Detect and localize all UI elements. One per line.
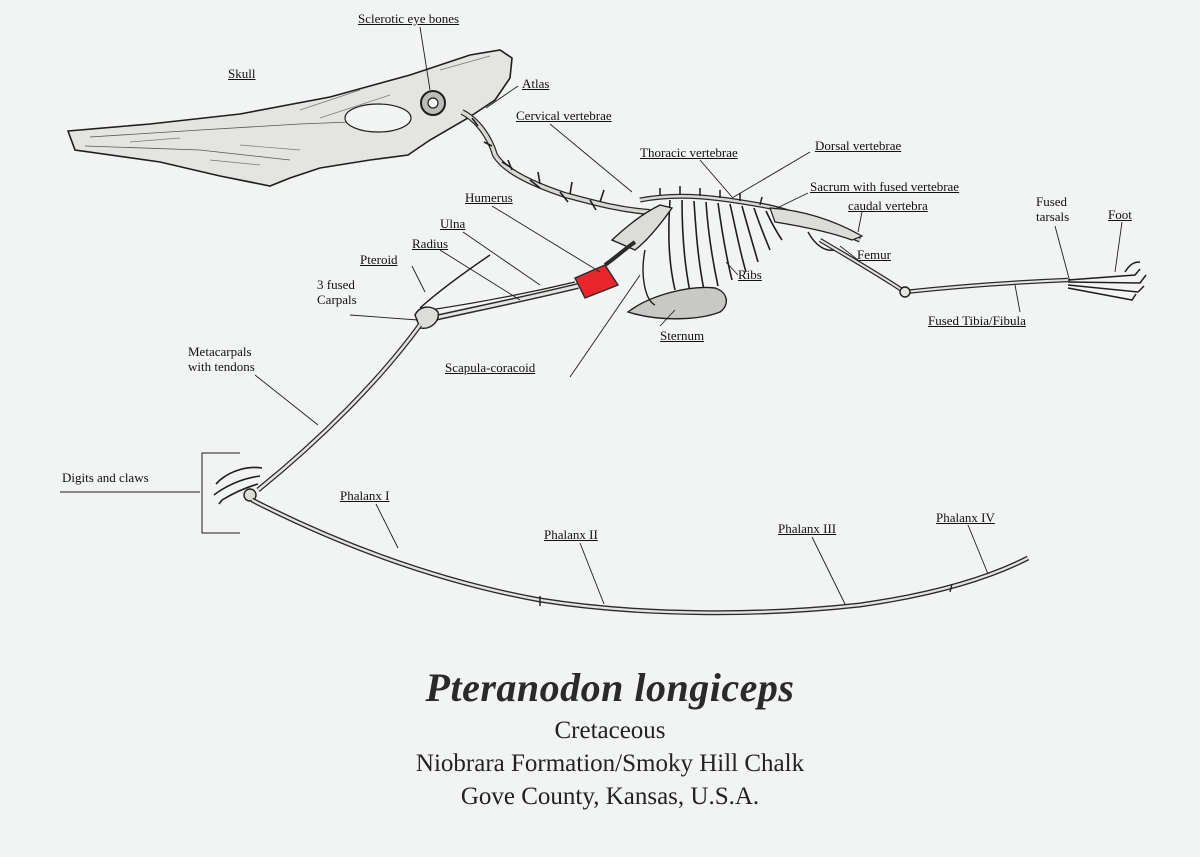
label-ulna: Ulna [440,216,466,231]
ribs [668,199,783,293]
label-atlas: Atlas [522,76,550,91]
digits-claws [213,466,263,505]
label-sacrum: Sacrum with fused vertebrae [810,179,960,194]
label-humerus: Humerus [465,190,513,205]
label-skull: Skull [228,66,256,81]
label-sternum: Sternum [660,328,705,343]
skull-bone [66,49,513,187]
metacarpal [256,323,423,492]
label-fused-tibia-fibula: Fused Tibia/Fibula [928,313,1026,328]
carpals [414,306,439,329]
skull-fenestra [344,103,412,133]
label-sclerotic-eye-bones: Sclerotic eye bones [358,11,460,26]
scapula-coracoid [610,204,674,251]
label-dorsal-vertebrae: Dorsal vertebrae [815,138,902,153]
label-foot: Foot [1108,207,1132,222]
label-thoracic-vertebrae: Thoracic vertebrae [640,145,738,160]
species-name: Pteranodon longiceps [425,665,795,710]
sternum [626,286,727,320]
label-digits-claws: Digits and claws [62,470,149,485]
label-ribs: Ribs [738,267,762,282]
label-cervical-vertebrae: Cervical vertebrae [516,108,612,123]
label-fused-tarsals: Fused tarsals [1036,194,1070,224]
label-phalanx-3: Phalanx III [778,521,837,536]
label-phalanx-1: Phalanx I [340,488,390,503]
pelvis [769,207,864,241]
caption-block: Pteranodon longiceps Cretaceous Niobrara… [0,662,1200,813]
label-femur: Femur [857,247,891,262]
digits-bracket [201,452,240,534]
foot-bones [1067,261,1147,301]
label-scapula-coracoid: Scapula-coracoid [445,360,536,375]
label-pteroid: Pteroid [360,252,398,267]
label-radius: Radius [412,236,449,251]
label-metacarpals: Metacarpals with tendons [188,344,255,374]
label-caudal-vertebra: caudal vertebra [848,198,928,213]
label-phalanx-4: Phalanx IV [936,510,995,525]
label-phalanx-2: Phalanx II [544,527,598,542]
location-text: Gove County, Kansas, U.S.A. [460,783,760,810]
formation-text: Niobrara Formation/Smoky Hill Chalk [415,750,805,777]
leader-lines [60,26,1123,605]
label-fused-carpals: 3 fused Carpals [317,277,357,307]
pteroid [419,254,491,309]
period-text: Cretaceous [554,717,666,744]
